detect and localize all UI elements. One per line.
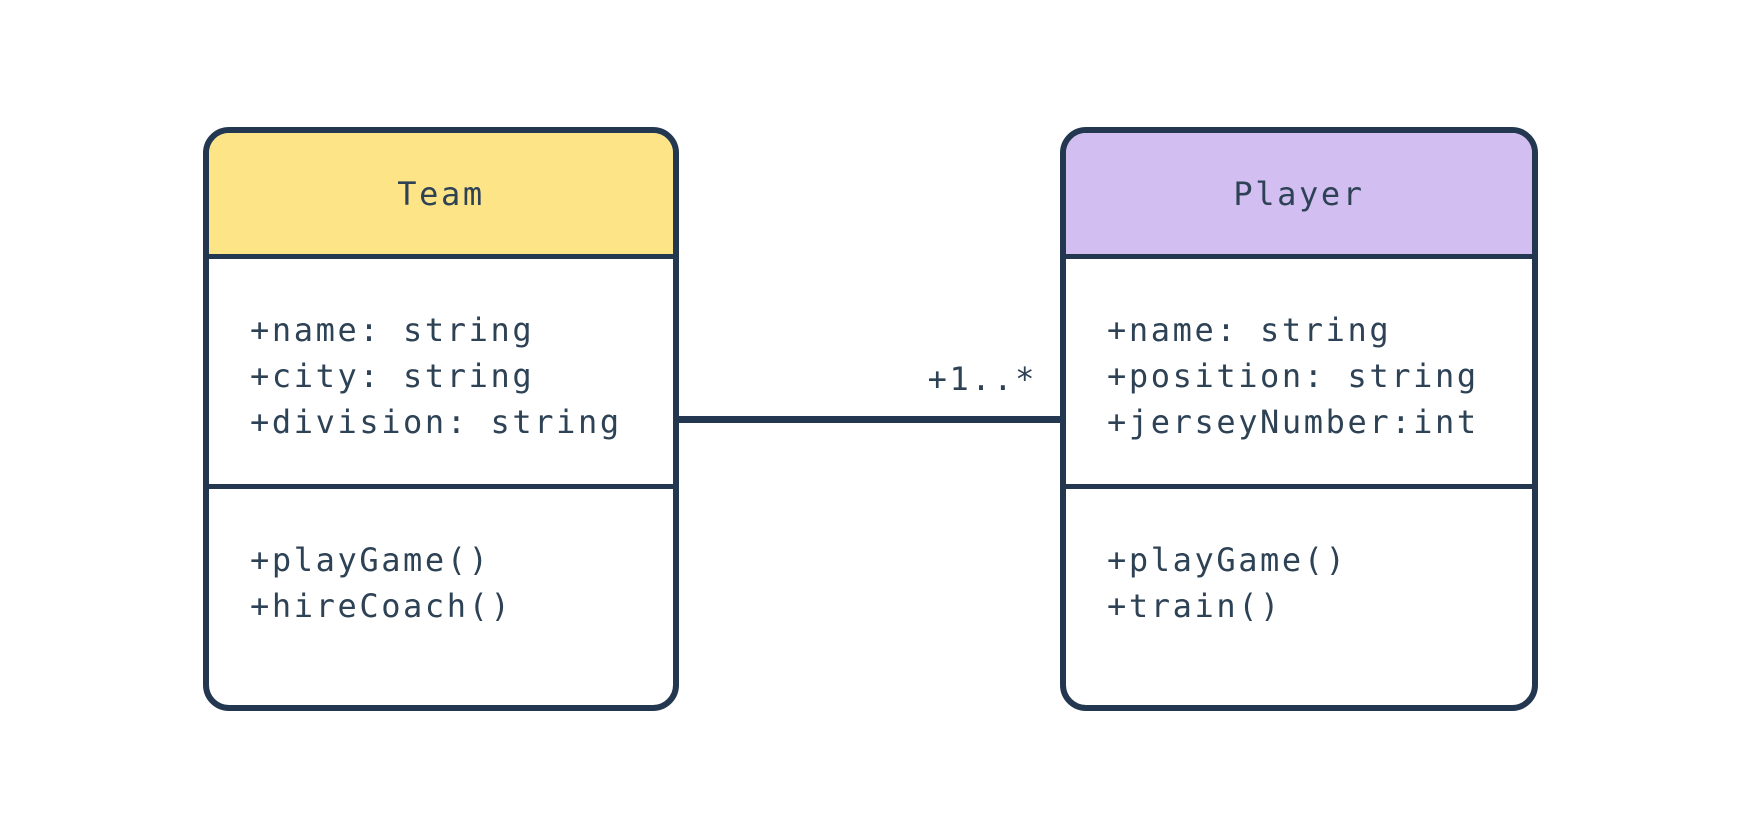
member-line: +name: string (1107, 311, 1392, 349)
member-line: +playGame() (1107, 541, 1348, 579)
methods-section-player: +playGame() +train() (1066, 489, 1532, 705)
member-line: +division: string (250, 403, 622, 441)
association-line[interactable] (679, 416, 1060, 423)
member-line: +playGame() (250, 541, 491, 579)
class-name-team: Team (397, 174, 485, 213)
class-header-player: Player (1066, 133, 1532, 259)
member-line: +train() (1107, 587, 1282, 625)
attributes-section-player: +name: string +position: string +jerseyNum… (1066, 259, 1532, 489)
member-line: +jerseyNumber:int (1107, 403, 1479, 441)
methods-section-team: +playGame() +hireCoach() (209, 489, 673, 705)
member-line: +name: string (250, 311, 535, 349)
class-node-team[interactable]: Team +name: string +city: string +division… (203, 127, 679, 711)
class-header-team: Team (209, 133, 673, 259)
member-line: +position: string (1107, 357, 1479, 395)
member-line: +city: string (250, 357, 535, 395)
class-name-player: Player (1233, 174, 1365, 213)
class-node-player[interactable]: Player +name: string +position: string +je… (1060, 127, 1538, 711)
member-line: +hireCoach() (250, 587, 513, 625)
attributes-section-team: +name: string +city: string +division: str… (209, 259, 673, 489)
multiplicity-label: +1..* (927, 360, 1037, 398)
